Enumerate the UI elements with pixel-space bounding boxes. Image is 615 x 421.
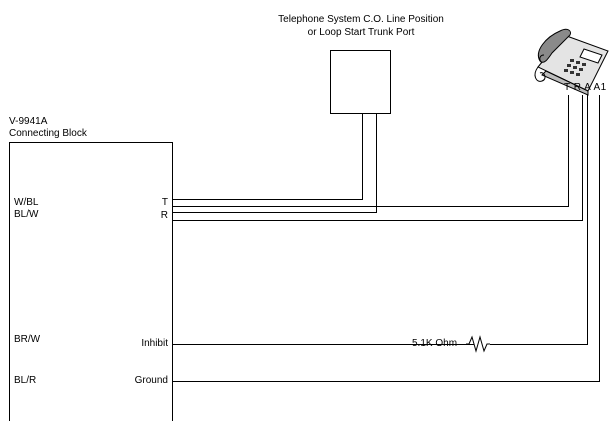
wire-inhibit [172,95,588,345]
co-line-title-line2: or Loop Start Trunk Port [307,27,415,38]
left-label-w-bl: W/BL [14,197,39,208]
telephone-icon [534,28,609,96]
co-line-title-line1: Telephone System C.O. Line Position [278,14,444,25]
left-label-bl-w: BL/W [14,209,39,220]
left-label-br-w: BR/W [14,334,41,345]
phone-terminal-labels: T R A A1 [564,82,607,93]
wire-r-phone [172,95,583,221]
resistor-symbol [466,335,490,353]
right-label-ground: Ground [134,375,168,386]
block-model: V-9941A [9,116,48,127]
wire-ground [172,95,600,382]
resistor-label: 5.1K Ohm [412,338,458,349]
wire-t-phone [172,95,569,207]
connecting-block-outline [9,142,173,421]
right-label-r: R [160,210,168,221]
wire-r-co [172,113,377,213]
co-line-box [330,50,391,114]
left-label-bl-r: BL/R [14,375,37,386]
right-label-t: T [161,197,168,208]
right-label-inhibit: Inhibit [141,338,168,349]
block-name: Connecting Block [9,128,87,139]
wire-t-co [172,113,363,200]
